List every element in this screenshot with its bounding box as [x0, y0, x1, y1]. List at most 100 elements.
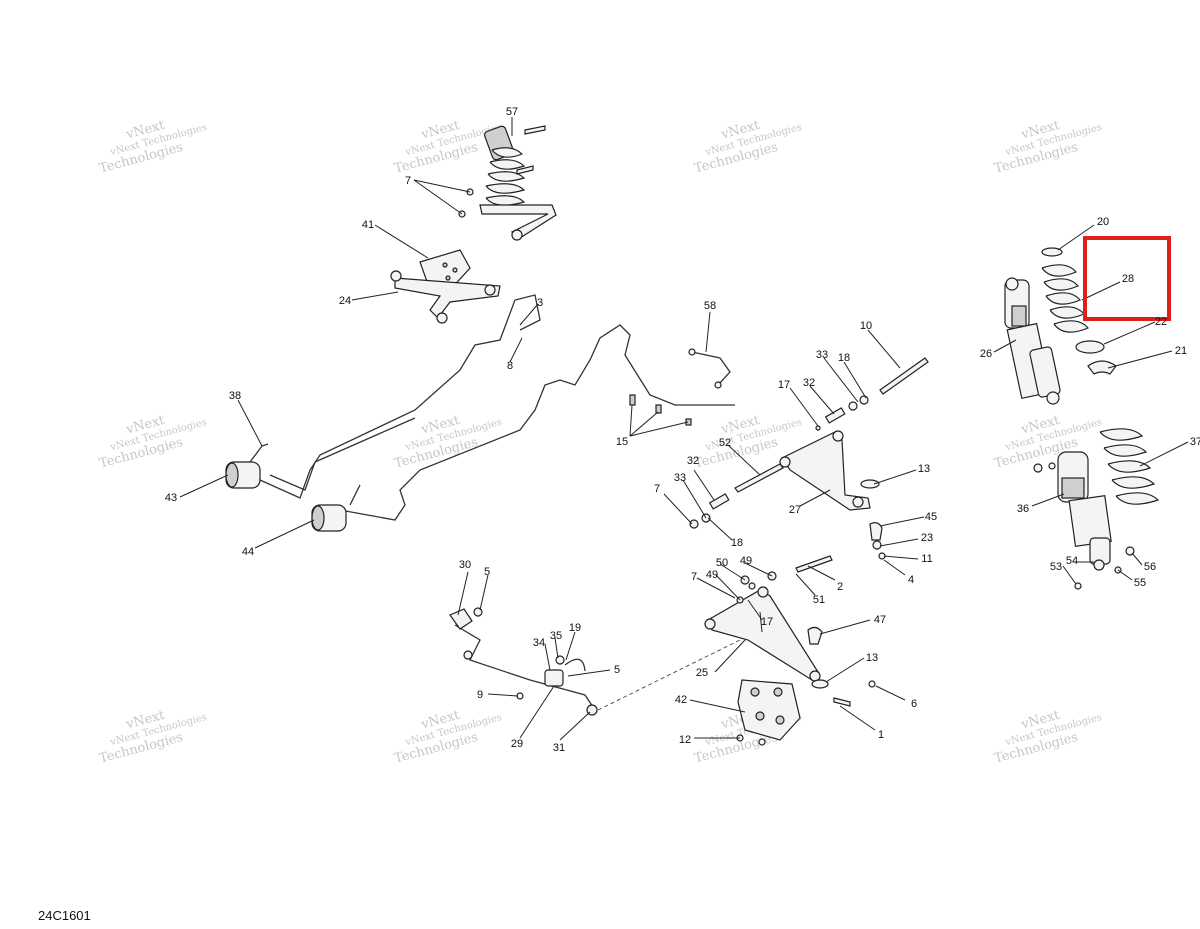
- callout-label: 45: [925, 511, 937, 523]
- retaining-ring: [860, 479, 880, 489]
- callout-label: 4: [908, 574, 914, 586]
- callout-label: 7: [654, 483, 660, 495]
- callout-label: 17: [778, 379, 790, 391]
- callout-label: 54: [1066, 555, 1078, 567]
- callout-label: 17: [761, 616, 773, 628]
- watermark: vNext vNext Technologies Technologies: [98, 708, 208, 767]
- callout-label: 13: [918, 463, 930, 475]
- callout-label: 1: [878, 729, 884, 741]
- callout-label: 32: [803, 377, 815, 389]
- callout-label: 58: [704, 300, 716, 312]
- callout-label: 51: [813, 594, 825, 606]
- rear-arm-bracket: [390, 249, 501, 324]
- callout-label: 57: [506, 106, 518, 118]
- callout-label: 19: [569, 622, 581, 634]
- callout-label: 47: [874, 614, 886, 626]
- callout-label: 22: [1155, 316, 1167, 328]
- watermark: vNext vNext Technologies Technologies: [993, 118, 1103, 177]
- watermark: vNext vNext Technologies Technologies: [993, 413, 1103, 472]
- upper-a-arm: [779, 430, 871, 511]
- watermark: vNext vNext Technologies Technologies: [393, 708, 503, 767]
- sleeve: [824, 407, 846, 424]
- ball-joint-upper: [869, 522, 883, 541]
- watermarks: vNext vNext Technologies Technologies vN…: [98, 118, 1103, 767]
- callout-label: 5: [614, 664, 620, 676]
- callout-label: 24: [339, 295, 351, 307]
- callout-label: 41: [362, 219, 374, 231]
- callout-label: 27: [789, 504, 801, 516]
- callout-label: 7: [405, 175, 411, 187]
- callout-label: 49: [740, 555, 752, 567]
- watermark: vNext vNext Technologies Technologies: [993, 708, 1103, 767]
- callout-label: 36: [1017, 503, 1029, 515]
- callout-label: 18: [838, 352, 850, 364]
- callout-label: 18: [731, 537, 743, 549]
- callout-label: 30: [459, 559, 471, 571]
- watermark: vNext vNext Technologies Technologies: [393, 413, 503, 472]
- watermark: vNext vNext Technologies Technologies: [98, 413, 208, 472]
- callout-label: 55: [1134, 577, 1146, 589]
- brake-caliper-right: [311, 504, 347, 532]
- callout-label: 28: [1122, 273, 1134, 285]
- spring-seat: [1075, 340, 1105, 354]
- callout-label: 25: [696, 667, 708, 679]
- watermark: vNext vNext Technologies Technologies: [693, 118, 803, 177]
- callout-label: 53: [1050, 561, 1062, 573]
- brake-hose-58: [688, 348, 731, 389]
- callout-label: 34: [533, 637, 545, 649]
- callout-label: 35: [550, 630, 562, 642]
- callout-label: 3: [537, 297, 543, 309]
- callout-label: 42: [675, 694, 687, 706]
- callout-label: 13: [866, 652, 878, 664]
- assembly-line: [597, 639, 741, 711]
- callout-label: 26: [980, 348, 992, 360]
- bolt-2: [795, 555, 833, 573]
- callout-label: 20: [1097, 216, 1109, 228]
- front-shock: [1004, 277, 1061, 405]
- callout-label: 10: [860, 320, 872, 332]
- brake-hose-lines: [259, 294, 735, 521]
- callout-label: 37: [1190, 436, 1200, 448]
- callout-label: 33: [674, 472, 686, 484]
- callout-label: 44: [242, 546, 254, 558]
- callout-label: 50: [716, 557, 728, 569]
- sleeve: [708, 493, 730, 510]
- lower-a-arm: [704, 586, 821, 682]
- callout-label: 6: [911, 698, 917, 710]
- callout-label: 33: [816, 349, 828, 361]
- callout-label: 12: [679, 734, 691, 746]
- ball-joint-lower: [807, 626, 823, 645]
- spring-retainer: [1087, 360, 1117, 375]
- spring-seat-top: [1041, 247, 1063, 257]
- rear-shock: [1033, 451, 1112, 571]
- figure-id: 24C1601: [38, 908, 91, 923]
- callout-label: 43: [165, 492, 177, 504]
- leader-lines: [179, 117, 1189, 741]
- callout-label: 5: [484, 566, 490, 578]
- callout-label: 8: [507, 360, 513, 372]
- sway-bar: [449, 607, 598, 716]
- watermark: vNext vNext Technologies Technologies: [98, 118, 208, 177]
- callout-label: 7: [691, 571, 697, 583]
- callout-label: 38: [229, 390, 241, 402]
- callout-label: 31: [553, 742, 565, 754]
- mounting-bracket: [737, 679, 801, 741]
- callout-label: 21: [1175, 345, 1187, 357]
- callout-label: 23: [921, 532, 933, 544]
- callout-label: 11: [921, 553, 932, 565]
- callout-label: 56: [1144, 561, 1156, 573]
- callout-label: 9: [477, 689, 483, 701]
- front-spring: [1041, 264, 1089, 333]
- callout-label: 2: [837, 581, 843, 593]
- brake-caliper-left: [225, 461, 261, 489]
- callout-label: 52: [719, 437, 731, 449]
- callout-labels: 57 7 41 24 3 8 58 10 33 18 17 32 38 15 5…: [165, 106, 1200, 754]
- bolt-10: [879, 357, 929, 395]
- callout-label: 29: [511, 738, 523, 750]
- highlight-box: [1083, 236, 1171, 321]
- callout-label: 49: [706, 569, 718, 581]
- callout-label: 32: [687, 455, 699, 467]
- callout-label: 15: [616, 436, 628, 448]
- rear-spring: [1099, 428, 1160, 505]
